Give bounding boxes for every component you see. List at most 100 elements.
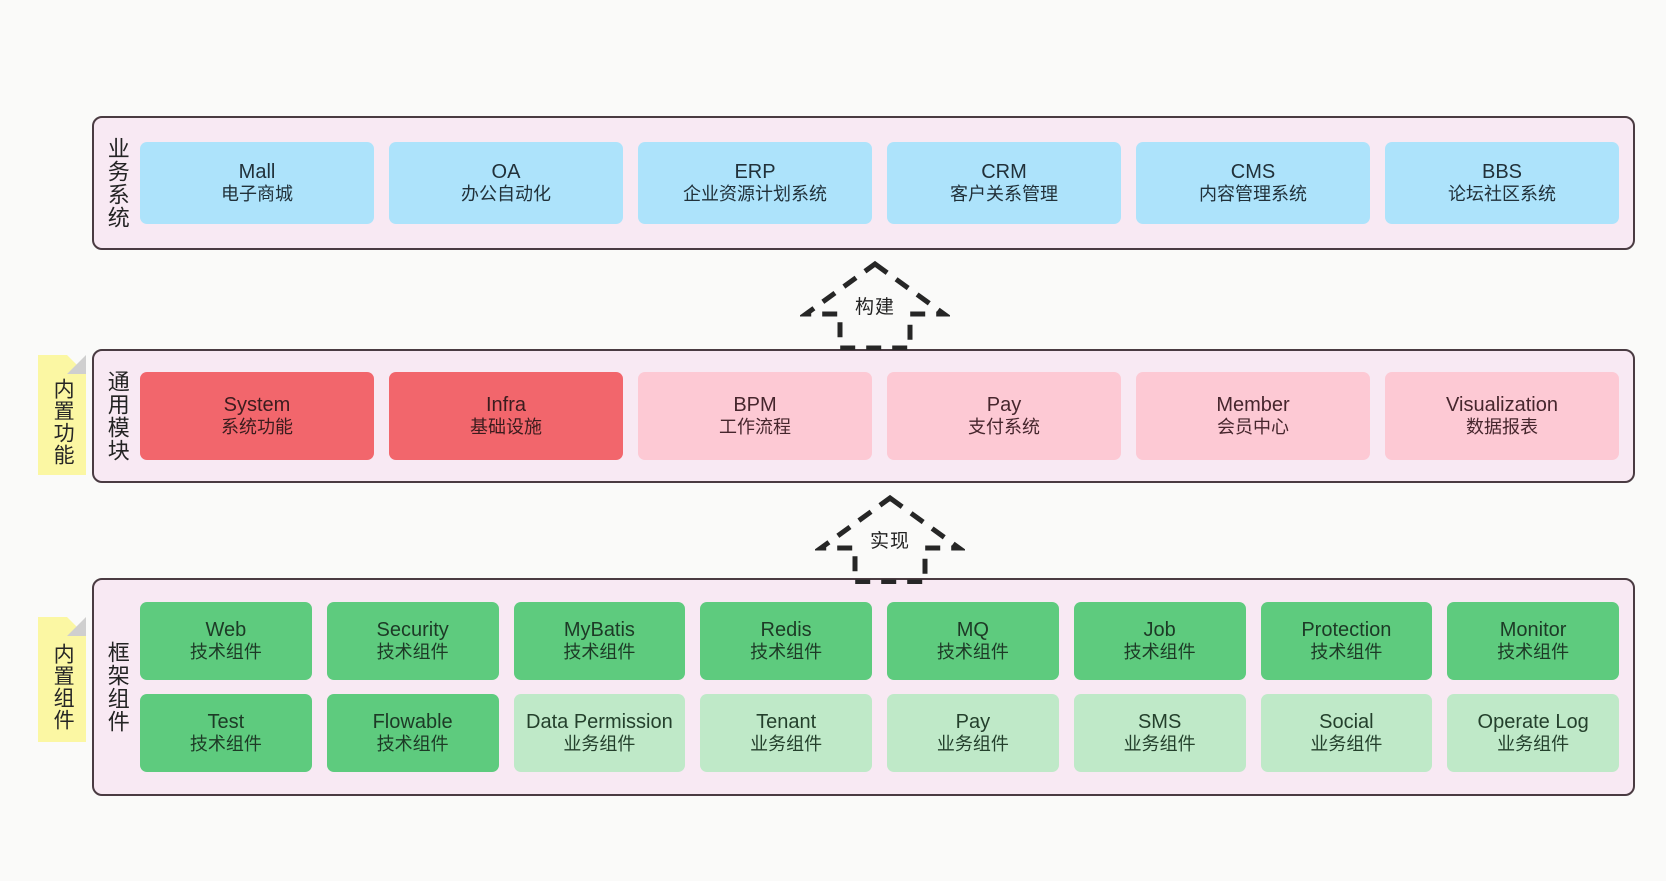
card-title: Job xyxy=(1143,618,1176,641)
card-data-permission[interactable]: Data Permission 业务组件 xyxy=(513,694,686,772)
layer-label-common-modules: 通用模块 xyxy=(104,370,130,462)
card-subtitle: 办公自动化 xyxy=(461,184,551,205)
card-subtitle: 数据报表 xyxy=(1466,417,1538,438)
card-title: CRM xyxy=(981,160,1027,183)
card-title: Social xyxy=(1319,710,1374,733)
card-title: Web xyxy=(205,618,247,641)
card-title: Operate Log xyxy=(1477,710,1589,733)
card-title: SMS xyxy=(1137,710,1182,733)
card-title: System xyxy=(223,393,291,416)
card-title: Monitor xyxy=(1499,618,1567,641)
card-mall[interactable]: Mall 电子商城 xyxy=(140,142,374,224)
card-subtitle: 技术组件 xyxy=(376,642,449,663)
card-subtitle: 业务组件 xyxy=(1310,734,1383,755)
card-title: Mall xyxy=(238,160,276,183)
card-subtitle: 业务组件 xyxy=(1497,734,1570,755)
card-flowable[interactable]: Flowable 技术组件 xyxy=(326,694,499,772)
card-member[interactable]: Member 会员中心 xyxy=(1136,372,1370,460)
card-subtitle: 技术组件 xyxy=(376,734,449,755)
card-subtitle: 业务组件 xyxy=(1123,734,1196,755)
card-bpm[interactable]: BPM 工作流程 xyxy=(638,372,872,460)
card-web[interactable]: Web 技术组件 xyxy=(140,602,312,680)
card-mybatis[interactable]: MyBatis 技术组件 xyxy=(513,602,686,680)
card-title: Pay xyxy=(955,710,991,733)
dashed-hollow-arrow-up-icon xyxy=(800,260,950,350)
card-security[interactable]: Security 技术组件 xyxy=(326,602,499,680)
card-job[interactable]: Job 技术组件 xyxy=(1073,602,1246,680)
card-pay-component[interactable]: Pay 业务组件 xyxy=(887,694,1059,772)
card-title: MQ xyxy=(956,618,989,641)
card-title: BPM xyxy=(733,393,777,416)
layer-body-common-modules: System 系统功能 Infra 基础设施 BPM 工作流程 Pay 支付系统… xyxy=(140,351,1633,481)
card-title: Protection xyxy=(1301,618,1392,641)
card-system[interactable]: System 系统功能 xyxy=(140,372,374,460)
card-test[interactable]: Test 技术组件 xyxy=(140,694,312,772)
card-monitor[interactable]: Monitor 技术组件 xyxy=(1447,602,1619,680)
layer-body-business-system: Mall 电子商城 OA 办公自动化 ERP 企业资源计划系统 CRM 客户关系… xyxy=(140,118,1633,248)
card-cms[interactable]: CMS 内容管理系统 xyxy=(1136,142,1370,224)
card-title: Data Permission xyxy=(526,710,673,733)
card-redis[interactable]: Redis 技术组件 xyxy=(700,602,872,680)
card-row-technical: Web 技术组件 Security 技术组件 MyBatis 技术组件 Redi… xyxy=(140,602,1619,680)
card-row: Mall 电子商城 OA 办公自动化 ERP 企业资源计划系统 CRM 客户关系… xyxy=(140,142,1619,224)
card-subtitle: 业务组件 xyxy=(563,734,636,755)
card-subtitle: 客户关系管理 xyxy=(950,184,1058,205)
card-infra[interactable]: Infra 基础设施 xyxy=(389,372,623,460)
card-title: Infra xyxy=(485,393,527,416)
sticky-note-builtin-component: 内置组件 xyxy=(38,617,86,742)
card-social[interactable]: Social 业务组件 xyxy=(1260,694,1433,772)
card-pay-module[interactable]: Pay 支付系统 xyxy=(887,372,1121,460)
card-subtitle: 技术组件 xyxy=(750,642,823,663)
card-subtitle: 业务组件 xyxy=(936,734,1009,755)
connector-build-arrow: 构建 xyxy=(800,258,950,350)
card-title: Visualization xyxy=(1446,393,1558,416)
layer-common-modules: 通用模块 System 系统功能 Infra 基础设施 BPM 工作流程 Pay… xyxy=(92,349,1635,483)
sticky-note-builtin-function: 内置功能 xyxy=(38,355,86,475)
card-subtitle: 技术组件 xyxy=(936,642,1009,663)
card-erp[interactable]: ERP 企业资源计划系统 xyxy=(638,142,872,224)
card-title: CMS xyxy=(1230,160,1276,183)
card-subtitle: 基础设施 xyxy=(470,417,542,438)
connector-implement-arrow: 实现 xyxy=(815,492,965,584)
card-title: MyBatis xyxy=(563,618,635,641)
card-title: Redis xyxy=(760,618,812,641)
sticky-note-label: 内置组件 xyxy=(51,642,75,731)
card-title: Tenant xyxy=(756,710,817,733)
sticky-note-label: 内置功能 xyxy=(51,378,75,466)
card-title: Flowable xyxy=(372,710,453,733)
card-crm[interactable]: CRM 客户关系管理 xyxy=(887,142,1121,224)
card-subtitle: 企业资源计划系统 xyxy=(683,184,827,205)
card-bbs[interactable]: BBS 论坛社区系统 xyxy=(1385,142,1619,224)
card-subtitle: 业务组件 xyxy=(750,734,823,755)
card-oa[interactable]: OA 办公自动化 xyxy=(389,142,623,224)
card-tenant[interactable]: Tenant 业务组件 xyxy=(700,694,872,772)
card-subtitle: 技术组件 xyxy=(189,642,262,663)
card-protection[interactable]: Protection 技术组件 xyxy=(1260,602,1433,680)
card-title: ERP xyxy=(734,160,776,183)
card-subtitle: 技术组件 xyxy=(1310,642,1383,663)
card-subtitle: 技术组件 xyxy=(189,734,262,755)
card-row-business: Test 技术组件 Flowable 技术组件 Data Permission … xyxy=(140,694,1619,772)
card-subtitle: 技术组件 xyxy=(1123,642,1196,663)
card-subtitle: 技术组件 xyxy=(563,642,636,663)
layer-body-framework-components: Web 技术组件 Security 技术组件 MyBatis 技术组件 Redi… xyxy=(140,580,1633,794)
card-visualization[interactable]: Visualization 数据报表 xyxy=(1385,372,1619,460)
layer-framework-components: 框架组件 Web 技术组件 Security 技术组件 MyBatis 技术组件… xyxy=(92,578,1635,796)
card-subtitle: 工作流程 xyxy=(719,417,791,438)
card-row: System 系统功能 Infra 基础设施 BPM 工作流程 Pay 支付系统… xyxy=(140,372,1619,460)
card-subtitle: 会员中心 xyxy=(1217,417,1289,438)
card-title: Test xyxy=(207,710,245,733)
card-title: BBS xyxy=(1481,160,1523,183)
card-subtitle: 内容管理系统 xyxy=(1199,184,1307,205)
card-title: Pay xyxy=(986,393,1022,416)
card-mq[interactable]: MQ 技术组件 xyxy=(887,602,1059,680)
card-subtitle: 支付系统 xyxy=(968,417,1040,438)
card-sms[interactable]: SMS 业务组件 xyxy=(1073,694,1246,772)
card-operate-log[interactable]: Operate Log 业务组件 xyxy=(1447,694,1619,772)
dashed-hollow-arrow-up-icon xyxy=(815,494,965,584)
card-subtitle: 论坛社区系统 xyxy=(1448,184,1556,205)
card-subtitle: 技术组件 xyxy=(1497,642,1570,663)
layer-label-framework-components: 框架组件 xyxy=(104,641,130,733)
card-subtitle: 电子商城 xyxy=(221,184,293,205)
